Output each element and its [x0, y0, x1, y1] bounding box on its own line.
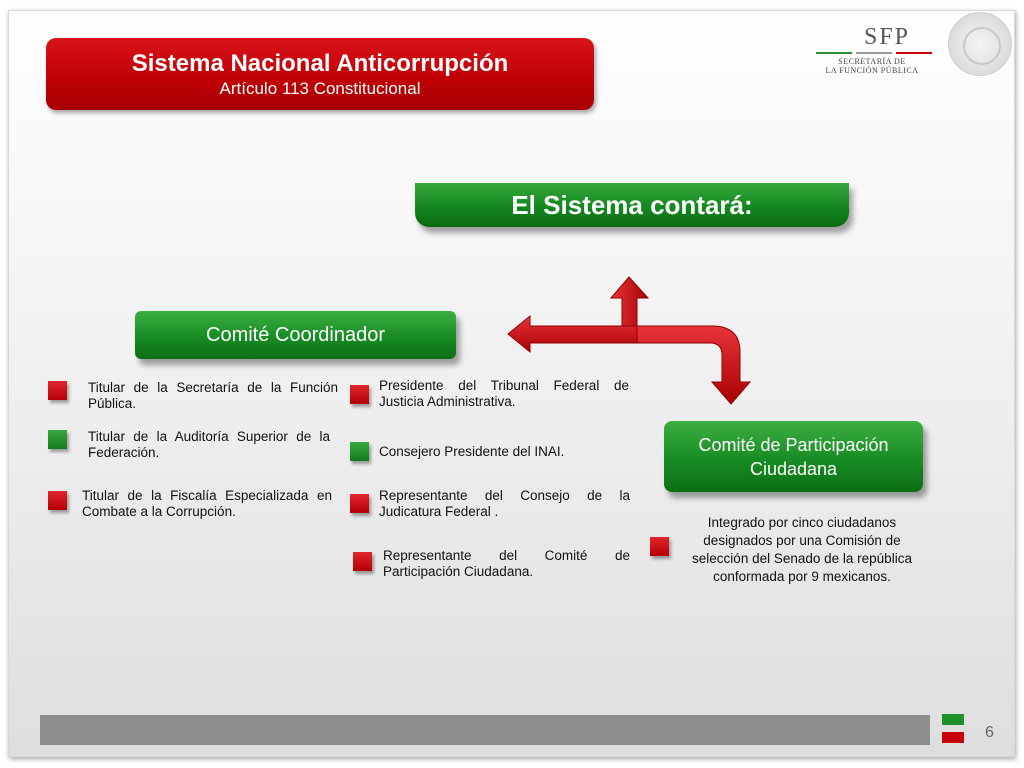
red-bullet-icon	[353, 552, 372, 571]
member-sfp: Titular de la Secretaría de la Función P…	[88, 380, 338, 411]
citizen-description: Integrado por cinco ciudadanos designado…	[692, 515, 912, 584]
red-bullet-icon	[48, 381, 67, 400]
slide-title: Sistema Nacional Anticorrupción	[131, 50, 509, 77]
comite-coordinador-box: Comité Coordinador	[135, 311, 456, 359]
slide-subtitle: Artículo 113 Constitucional	[219, 79, 421, 98]
red-bullet-icon	[350, 494, 369, 513]
main-heading: El Sistema contará:	[415, 183, 849, 227]
citizen-title-line1: Comité de Participación	[698, 435, 889, 455]
down-arrow-icon	[636, 325, 752, 405]
member-inai: Consejero Presidente del INAI.	[379, 444, 565, 459]
red-bullet-icon	[48, 491, 67, 510]
red-bullet-icon	[650, 537, 669, 556]
page-number: 6	[985, 724, 994, 741]
logo-line-1: SECRETARÍA DE	[838, 57, 906, 66]
citizen-title-line2: Ciudadana	[749, 459, 838, 479]
title-banner: Sistema Nacional Anticorrupción Artículo…	[46, 38, 594, 110]
slide-background	[8, 10, 1015, 757]
red-flag-icon	[942, 732, 964, 743]
red-bullet-icon	[350, 385, 369, 404]
up-arrow-icon	[609, 276, 650, 327]
footer-bar	[40, 715, 930, 745]
member-asf: Titular de la Auditoría Superior de la F…	[88, 429, 330, 460]
coat-of-arms-seal-icon	[948, 12, 1012, 76]
member-fiscalia: Titular de la Fiscalía Especializada en …	[82, 488, 332, 519]
logo-tricolor-lines	[816, 52, 932, 55]
logo-caption: SECRETARÍA DE LA FUNCIÓN PÚBLICA	[812, 57, 932, 75]
sfp-logo: SFP SECRETARÍA DE LA FUNCIÓN PÚBLICA	[812, 24, 932, 76]
member-cpc: Representante del Comité de Participació…	[383, 548, 630, 579]
left-arrow-icon	[507, 314, 638, 354]
logo-line-2: LA FUNCIÓN PÚBLICA	[825, 66, 919, 75]
member-judicatura: Representante del Consejo de la Judicatu…	[379, 488, 630, 519]
green-bullet-icon	[350, 442, 369, 461]
logo-acronym: SFP	[863, 24, 911, 50]
green-bullet-icon	[48, 430, 67, 449]
green-flag-icon	[942, 714, 964, 725]
comite-participacion-ciudadana-box: Comité de Participación Ciudadana	[664, 421, 923, 492]
member-tribunal: Presidente del Tribunal Federal de Justi…	[379, 378, 629, 409]
